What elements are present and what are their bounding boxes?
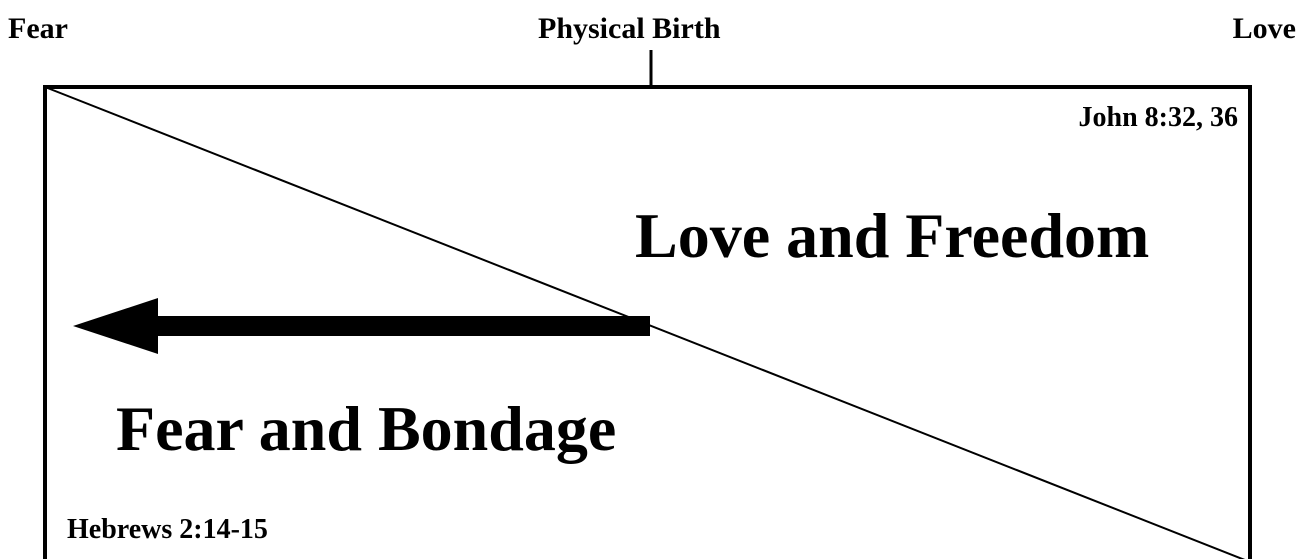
upper-region-title: Love and Freedom [635, 200, 1150, 271]
lower-region-title: Fear and Bondage [116, 393, 617, 464]
axis-left-label: Fear [8, 12, 68, 45]
arrow-head [73, 298, 158, 354]
lower-region-reference: Hebrews 2:14-15 [67, 514, 268, 545]
left-arrow [73, 298, 650, 354]
axis-right-label: Love [1232, 12, 1296, 45]
axis-center-label: Physical Birth [538, 12, 721, 45]
upper-region-reference: John 8:32, 36 [1078, 102, 1238, 133]
arrow-shaft [150, 316, 650, 336]
diagram-frame [43, 85, 1252, 559]
